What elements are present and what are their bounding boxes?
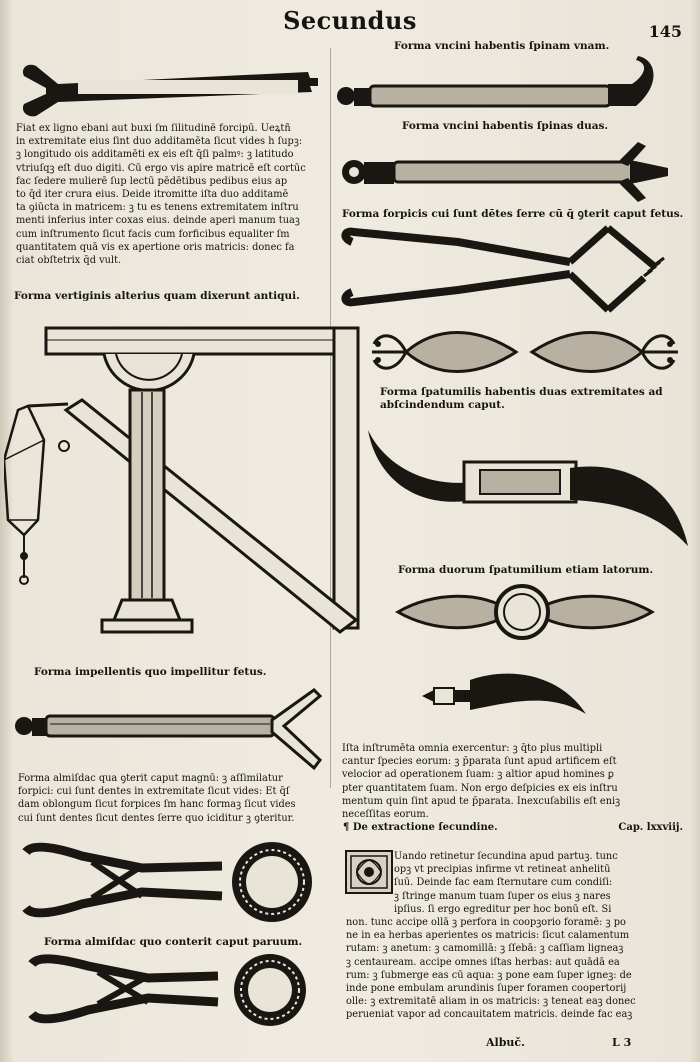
text-line: cantur ſpecies eorum: ꝫ p̄parata ſunt ap… [342, 756, 617, 768]
text-line: rutam: ꝫ anetum: ꝫ camomillā: ꝫ ſſebā: ꝫ… [346, 943, 624, 955]
almisdac-paragraph: Forma almiſdac qua ꝯterit caput magnū: ꝫ… [18, 772, 296, 825]
chapter-heading-row: ¶ De extractione ſecundine. Cap. lxxviij… [343, 822, 683, 833]
text-line: ꝫ ſtringe manum tuam ſuper os eius ꝫ nar… [394, 890, 611, 902]
running-title: Secundus [283, 6, 417, 35]
text-line: Uando retinetur ſecundina apud partuꝫ. t… [394, 851, 618, 862]
decorated-initial [345, 850, 393, 894]
text-line: pter quantitatem ſuam. Non ergo deſpicie… [342, 782, 618, 794]
toothed-forceps-figure [341, 225, 665, 313]
text-line: vtriuſqꝫ eſt duo digiti. Cū ergo vis api… [16, 162, 306, 174]
impeller-figure [15, 688, 323, 771]
text-line: velocior ad operationem ſuam: ꝫ altior a… [342, 769, 614, 781]
text-line: in extremitate eius ſint duo additamēta … [16, 136, 303, 148]
text-line: non. tunc accipe ollā ꝫ perfora in coopꝫ… [346, 917, 626, 928]
column-divider [330, 48, 331, 788]
text-line: mentum quin ſint apud te p̄parata. Inexc… [342, 795, 621, 807]
intro-paragraph: Fiat ex ligno ebani aut buxi ſm ſilitudi… [16, 122, 306, 267]
chapter-number: Cap. lxxviij. [618, 822, 683, 833]
text-line: neceſſitas eorum. [342, 809, 429, 821]
caption-uncini-duas: Forma vncini habentis ſpinas duas. [402, 120, 609, 132]
caption-impellentis: Forma impellentis quo impellitur fetus. [34, 666, 267, 678]
curved-knife-figure [368, 430, 688, 546]
text-line: opꝫ vt precipias infirme vt retineat anh… [394, 864, 611, 876]
text-line: ne in ea herbas aperientes os matricis: … [346, 930, 630, 942]
catchword: Albuč. [486, 1036, 525, 1049]
folio-number: 145 [648, 22, 682, 41]
caption-almisdac-parvum: Forma almiſdac quo conterit caput paruum… [44, 936, 303, 948]
signature-mark: L 3 [612, 1036, 632, 1049]
text-line: cum inſtrumento ſicut facis cum forficib… [16, 228, 290, 240]
text-line: quantitatem quā vis ex apertione oris ma… [16, 241, 295, 253]
text-line: Fiat ex ligno ebani aut buxi ſm ſilitudi… [16, 123, 291, 134]
caption-line: abſcindendum caput. [380, 399, 505, 411]
text-line: ciat obſtetrix q̄d vult. [16, 255, 122, 267]
chapter-heading: De extractione ſecundine. [352, 822, 498, 833]
almisdac-large-figure [22, 842, 312, 922]
text-line: fac ſedere mulierē ſup lectū pēdētibus p… [16, 175, 288, 187]
text-line: inde pone embulam arundinis ſuper forame… [346, 983, 627, 995]
wide-spatumile-figure [395, 584, 655, 640]
text-line: Forma almiſdac qua ꝯterit caput magnū: ꝫ… [18, 773, 283, 784]
text-line: Iſta inſtrumēta omnia exercentur: ꝫ q̄to… [342, 743, 603, 754]
text-line: menti inferius inter coxas eius. deinde … [16, 215, 300, 227]
text-line: to q̄d iter crura eius. Deide itromitte … [16, 189, 289, 201]
text-line: dam oblongum ſicut forpices ſm hanc form… [18, 799, 296, 811]
text-line: ipſius. ſi ergo egreditur per hoc bonū e… [394, 903, 612, 915]
text-line: forpici: cui ſunt dentes in extremitate … [18, 786, 290, 798]
almisdac-small-figure [28, 954, 306, 1026]
text-line: ꝫ centauream. accipe omnes iſtas herbas:… [346, 956, 620, 968]
caption-spatumilis: Forma ſpatumilis habentis duas extremita… [380, 386, 663, 412]
text-line: rum: ꝫ ſubmerge eas cū aqua: ꝫ pone eam … [346, 969, 632, 981]
forceps-straight-figure [22, 64, 318, 117]
text-line: cui ſunt dentes ſicut dentes ſerre quo i… [18, 812, 295, 824]
caption-vertiginis: Forma vertiginis alterius quam dixerunt … [14, 290, 300, 302]
text-line: ta ꝯiūcta in matricem: ꝫ tu es tenens ex… [16, 202, 299, 214]
closing-paragraph: Iſta inſtrumēta omnia exercentur: ꝫ q̄to… [342, 742, 620, 821]
text-line: ſuū. Deinde fac eam ſternutare cum condi… [394, 877, 613, 889]
hook-one-spine-figure [337, 56, 654, 108]
text-line: perueniat vapor ad concauitatem matricis… [346, 1009, 633, 1021]
caption-line: Forma ſpatumilis habentis duas extremita… [380, 386, 663, 398]
vertigo-device-figure [4, 326, 360, 634]
caption-uncini-una: Forma vncini habentis ſpinam vnam. [394, 40, 610, 52]
chapter-text-full: non. tunc accipe ollā ꝫ perfora in coopꝫ… [346, 916, 636, 1022]
caption-forpicis: Forma forpicis cui ſunt dētes ſerre cū q… [342, 208, 684, 220]
hook-two-spines-figure [342, 142, 668, 202]
text-line: olle: ꝫ extremitatē aliam in os matricis… [346, 996, 636, 1008]
paragraph-mark: ¶ [343, 822, 350, 833]
small-knife-figure [422, 673, 586, 714]
text-line: ꝫ longitudo ois additamēti ex eis eſt q̄… [16, 149, 294, 161]
chapter-text-indented: Uando retinetur ſecundina apud partuꝫ. t… [394, 850, 618, 916]
spatumile-double-figure [372, 331, 678, 373]
caption-duorum: Forma duorum ſpatumilium etiam latorum. [398, 564, 654, 576]
